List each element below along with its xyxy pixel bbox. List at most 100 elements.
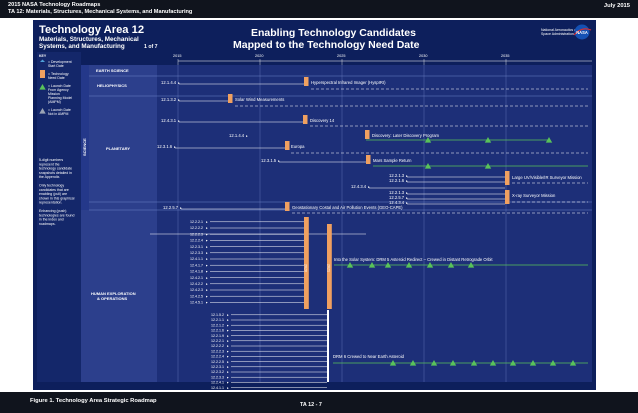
key-note-line: technologies are found: [39, 213, 74, 217]
key-panel: [37, 52, 81, 382]
top-bar: 2015 NASA Technology Roadmaps TA 12: Mat…: [0, 0, 638, 18]
candidate-arrow-icon: ▸: [227, 381, 229, 385]
key-note-line: shown in this graphical: [39, 196, 75, 200]
heo-candidate-label: 12.2.2.4: [211, 355, 224, 359]
key-note-line: candidates that are: [39, 188, 69, 192]
candidate-arrow-icon: ▸: [406, 174, 408, 178]
candidate-label: 12.2.1.3: [389, 190, 405, 195]
candidate-arrow-icon: ▸: [206, 276, 208, 280]
launch-ampm-triangle: [549, 360, 557, 366]
candidate-label: 12.2.5.7: [389, 195, 405, 200]
candidate-arrow-icon: ▸: [206, 232, 208, 236]
launch-ampm-triangle: [489, 360, 497, 366]
key-note-line: technology candidate: [39, 167, 72, 171]
launch-ampm-triangle: [484, 137, 492, 143]
candidate-label: 12.3.1.6: [157, 144, 173, 149]
candidate-arrow-icon: ▸: [406, 196, 408, 200]
key-item-label: (AMPM): [48, 100, 61, 104]
need-date-bar: [304, 217, 309, 309]
candidate-arrow-icon: ▸: [206, 257, 208, 261]
footer-bar: Figure 1. Technology Area Strategic Road…: [0, 392, 638, 413]
key-item-label: Not in AMPM: [48, 112, 69, 116]
key-item-label: = Technology: [48, 72, 69, 76]
key-item-label: = Launch Date: [48, 84, 71, 88]
launch-ampm-triangle: [389, 360, 397, 366]
launch-ampm-triangle: [426, 262, 434, 268]
page-of-label: 1 of 7: [144, 44, 158, 50]
candidate-label: 12.2.5.7: [163, 205, 179, 210]
candidate-arrow-icon: ▸: [178, 81, 180, 85]
candidate-arrow-icon: ▸: [206, 282, 208, 286]
candidate-arrow-icon: ▸: [206, 288, 208, 292]
launch-ampm-triangle: [405, 262, 413, 268]
candidate-arrow-icon: ▸: [206, 226, 208, 230]
helio-candidate-label: 12.1.3.2: [161, 97, 177, 102]
candidate-arrow-icon: ▸: [227, 386, 229, 390]
heo-candidate-label: 12.4.5.1: [190, 301, 203, 305]
need-date-marker: [366, 155, 371, 164]
candidate-arrow-icon: ▸: [246, 134, 248, 138]
launch-ampm-triangle: [467, 262, 475, 268]
page-number: TA 12 - 7: [300, 402, 322, 408]
candidate-arrow-icon: ▸: [206, 220, 208, 224]
heo-candidate-label: 12.2.2.3: [211, 349, 224, 353]
heo-candidate-label: 12.2.1.6: [211, 329, 224, 333]
candidate-arrow-icon: ▸: [278, 159, 280, 163]
key-item-label: Start Date: [48, 64, 64, 68]
candidate-arrow-icon: ▸: [406, 179, 408, 183]
launch-ampm-triangle: [470, 360, 478, 366]
heo-candidate-label: 12.4.1.1: [190, 257, 203, 261]
candidate-label: 12.3.1.5: [261, 158, 277, 163]
mission-label-discovery-14: Discovery 14: [310, 118, 335, 123]
launch-ampm-triangle: [484, 163, 492, 169]
heo-candidate-label: 12.2.2.5: [211, 360, 224, 364]
candidate-arrow-icon: ▸: [227, 344, 229, 348]
heo-candidate-label: 12.4.1.1: [211, 386, 224, 390]
candidate-arrow-icon: ▸: [206, 270, 208, 274]
header-date: July 2015: [603, 3, 630, 9]
heo-candidate-label: 12.2.2.3: [190, 232, 203, 236]
candidate-arrow-icon: ▸: [178, 119, 180, 123]
heo-candidate-label: 12.2.3.1: [190, 245, 203, 249]
launch-ampm-triangle: [447, 262, 455, 268]
candidate-arrow-icon: ▸: [206, 239, 208, 243]
candidate-label: 12.4.3.1: [161, 118, 177, 123]
year-label: 2030: [419, 54, 427, 58]
section-heliophysics: HELIOPHYSICS: [97, 83, 127, 88]
launch-ampm-triangle: [569, 360, 577, 366]
candidate-arrow-icon: ▸: [227, 313, 229, 317]
main-title-line-2: Mapped to the Technology Need Date: [233, 39, 420, 51]
section-human-operations: & OPERATIONS: [97, 296, 127, 301]
heo-candidate-label: 12.2.4.1: [211, 381, 224, 385]
key-note-line: Enhancing (push): [39, 209, 66, 213]
science-band-label: SCIENCE: [82, 138, 87, 156]
key-note-line: snapshots detailed in: [39, 171, 72, 175]
mission-label-mars-sample-return: Mars Sample Return: [373, 158, 412, 163]
key-need-date-icon: [40, 70, 45, 78]
candidate-arrow-icon: ▸: [368, 185, 370, 189]
candidate-arrow-icon: ▸: [227, 355, 229, 359]
poster-title-line-2: Materials, Structures, Mechanical: [39, 36, 139, 43]
key-start-date-icon: [40, 59, 45, 62]
candidate-arrow-icon: ▸: [206, 294, 208, 298]
mission-label-solar-wind: Solar Wind Measurements: [235, 97, 284, 102]
mission-label-discovery-later: Discovery: Later Discovery Program: [372, 133, 440, 138]
key-note-line: 5-digit numbers: [39, 158, 63, 162]
candidate-label: 12.4.3.4: [389, 200, 405, 205]
earth-candidate-label: 12.1.4.4: [161, 80, 177, 85]
key-item-label: Need Date: [48, 76, 65, 80]
heo-candidate-label: 12.2.3.1: [211, 365, 224, 369]
heo-candidate-label: 12.2.2.1: [211, 339, 224, 343]
candidate-arrow-icon: ▸: [174, 145, 176, 149]
main-title-line-1: Enabling Technology Candidates: [251, 27, 416, 39]
nasa-logo-text: NASA: [576, 30, 588, 35]
heo-candidate-label: 12.4.1.8: [190, 270, 203, 274]
mission-label-drm6: DRM 6 Crewed to Near Earth Asteroid: [333, 354, 405, 359]
science-band: [81, 65, 89, 210]
agency-name-line-1: National Aeronautics and: [541, 28, 580, 32]
candidate-arrow-icon: ▸: [227, 318, 229, 322]
candidate-label: 12.1.4.4: [229, 133, 245, 138]
candidate-arrow-icon: ▸: [227, 360, 229, 364]
heo-bracket-line: [327, 310, 329, 382]
